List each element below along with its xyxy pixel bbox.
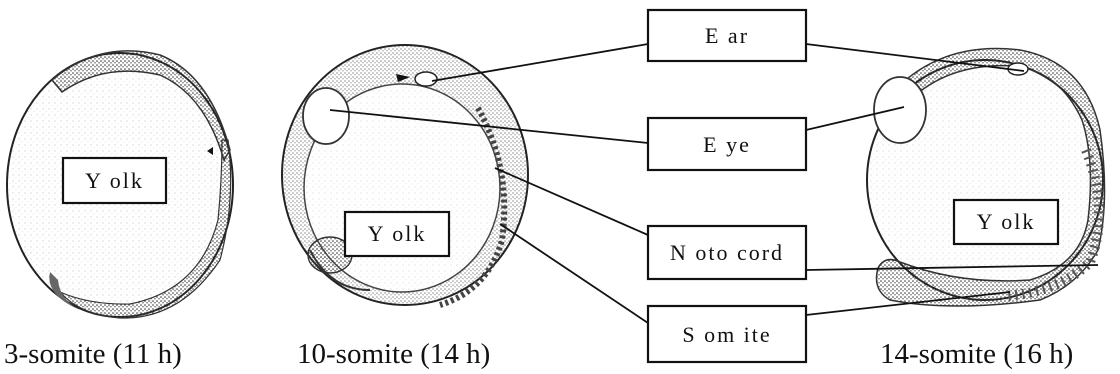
yolk-box-3: Y olk <box>954 200 1058 244</box>
eye-label: E ye <box>703 132 751 157</box>
ear-label: E ar <box>705 23 749 48</box>
stage-caption-10-somite: 10-somite (14 h) <box>297 338 490 370</box>
somite-label-box: S om ite <box>648 306 806 362</box>
embryo-3-somite: Y olk 3-somite (11 h) <box>4 51 233 370</box>
embryo-10-somite: Y olk 10-somite (14 h) <box>282 45 528 370</box>
notochord-label: N oto cord <box>670 240 784 265</box>
eye-label-box: E ye <box>648 118 806 170</box>
stage-caption-3-somite: 3-somite (11 h) <box>4 338 182 370</box>
stage-caption-14-somite: 14-somite (16 h) <box>880 338 1073 370</box>
yolk-label-1: Y olk <box>85 168 144 193</box>
leader-somite-left <box>500 224 648 323</box>
ear-label-box: E ar <box>648 10 806 61</box>
yolk-label-2: Y olk <box>368 221 427 246</box>
yolk-label-3: Y olk <box>977 209 1036 234</box>
somite-label: S om ite <box>682 322 771 347</box>
yolk-box-1: Y olk <box>63 158 166 203</box>
embryo-14-somite: Y olk 14-somite (16 h) <box>867 48 1105 370</box>
yolk-box-2: Y olk <box>345 212 449 256</box>
embryo-10-somite-drawing <box>282 45 528 305</box>
notochord-label-box: N oto cord <box>648 226 806 279</box>
